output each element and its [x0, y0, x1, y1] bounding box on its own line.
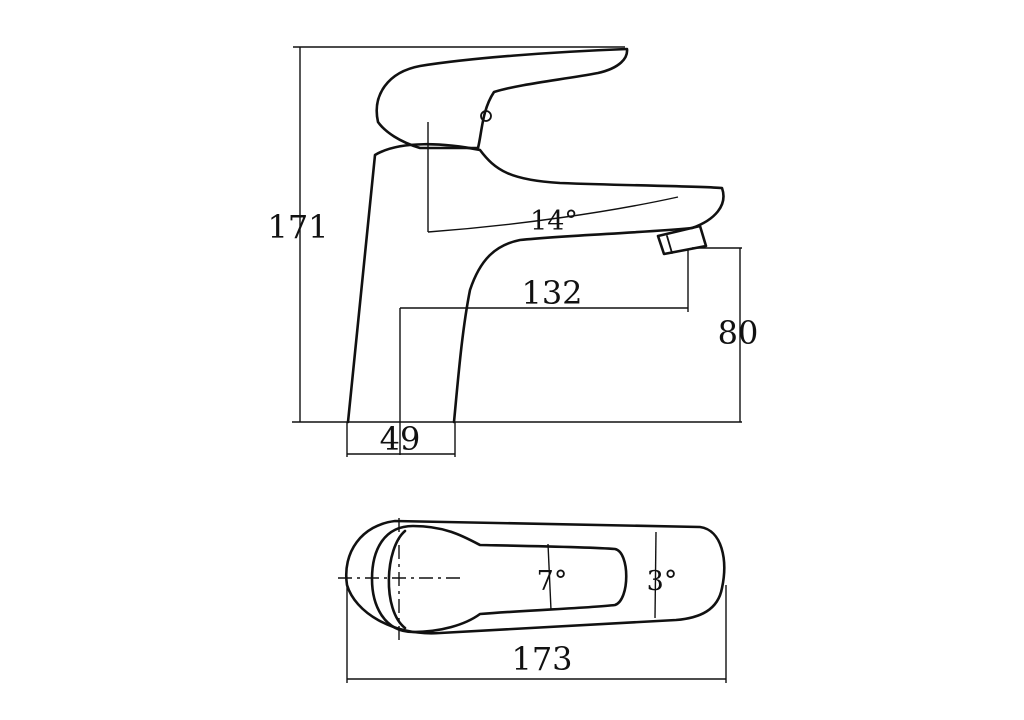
aerator [656, 224, 708, 256]
left-angle-reference [547, 543, 552, 611]
top-lever-outline [370, 524, 628, 634]
length-dimension: 173 [346, 585, 727, 683]
top-body-outline [344, 519, 726, 635]
handle-screw-icon [480, 110, 492, 122]
height-label: 171 [267, 208, 328, 246]
handle-lower-edge [377, 121, 421, 149]
lever-handle [375, 47, 629, 150]
left-angle-label: 7° [537, 566, 568, 597]
length-label: 173 [511, 640, 572, 678]
faucet-body [346, 142, 725, 424]
handle-angle-label: 14° [530, 206, 578, 237]
cartridge-arc [387, 529, 407, 630]
reach-label: 132 [521, 274, 582, 312]
reach-dimension: 132 [399, 250, 689, 455]
base-width-dimension: 49 [346, 420, 456, 458]
angle-arc-line [427, 196, 679, 233]
spout-height-label: 80 [718, 314, 759, 352]
base-width-label: 49 [380, 420, 421, 458]
aerator-ring [666, 235, 673, 254]
right-angle-reference [654, 531, 657, 619]
spout-height-dimension: 80 [692, 247, 759, 422]
handle-angle-dimension: 14° [427, 122, 679, 237]
right-angle-label: 3° [647, 566, 678, 597]
height-dimension: 171 [267, 46, 625, 422]
side-view: 171 14° 132 80 [267, 46, 759, 458]
top-view: 7° 3° 173 [338, 518, 727, 683]
